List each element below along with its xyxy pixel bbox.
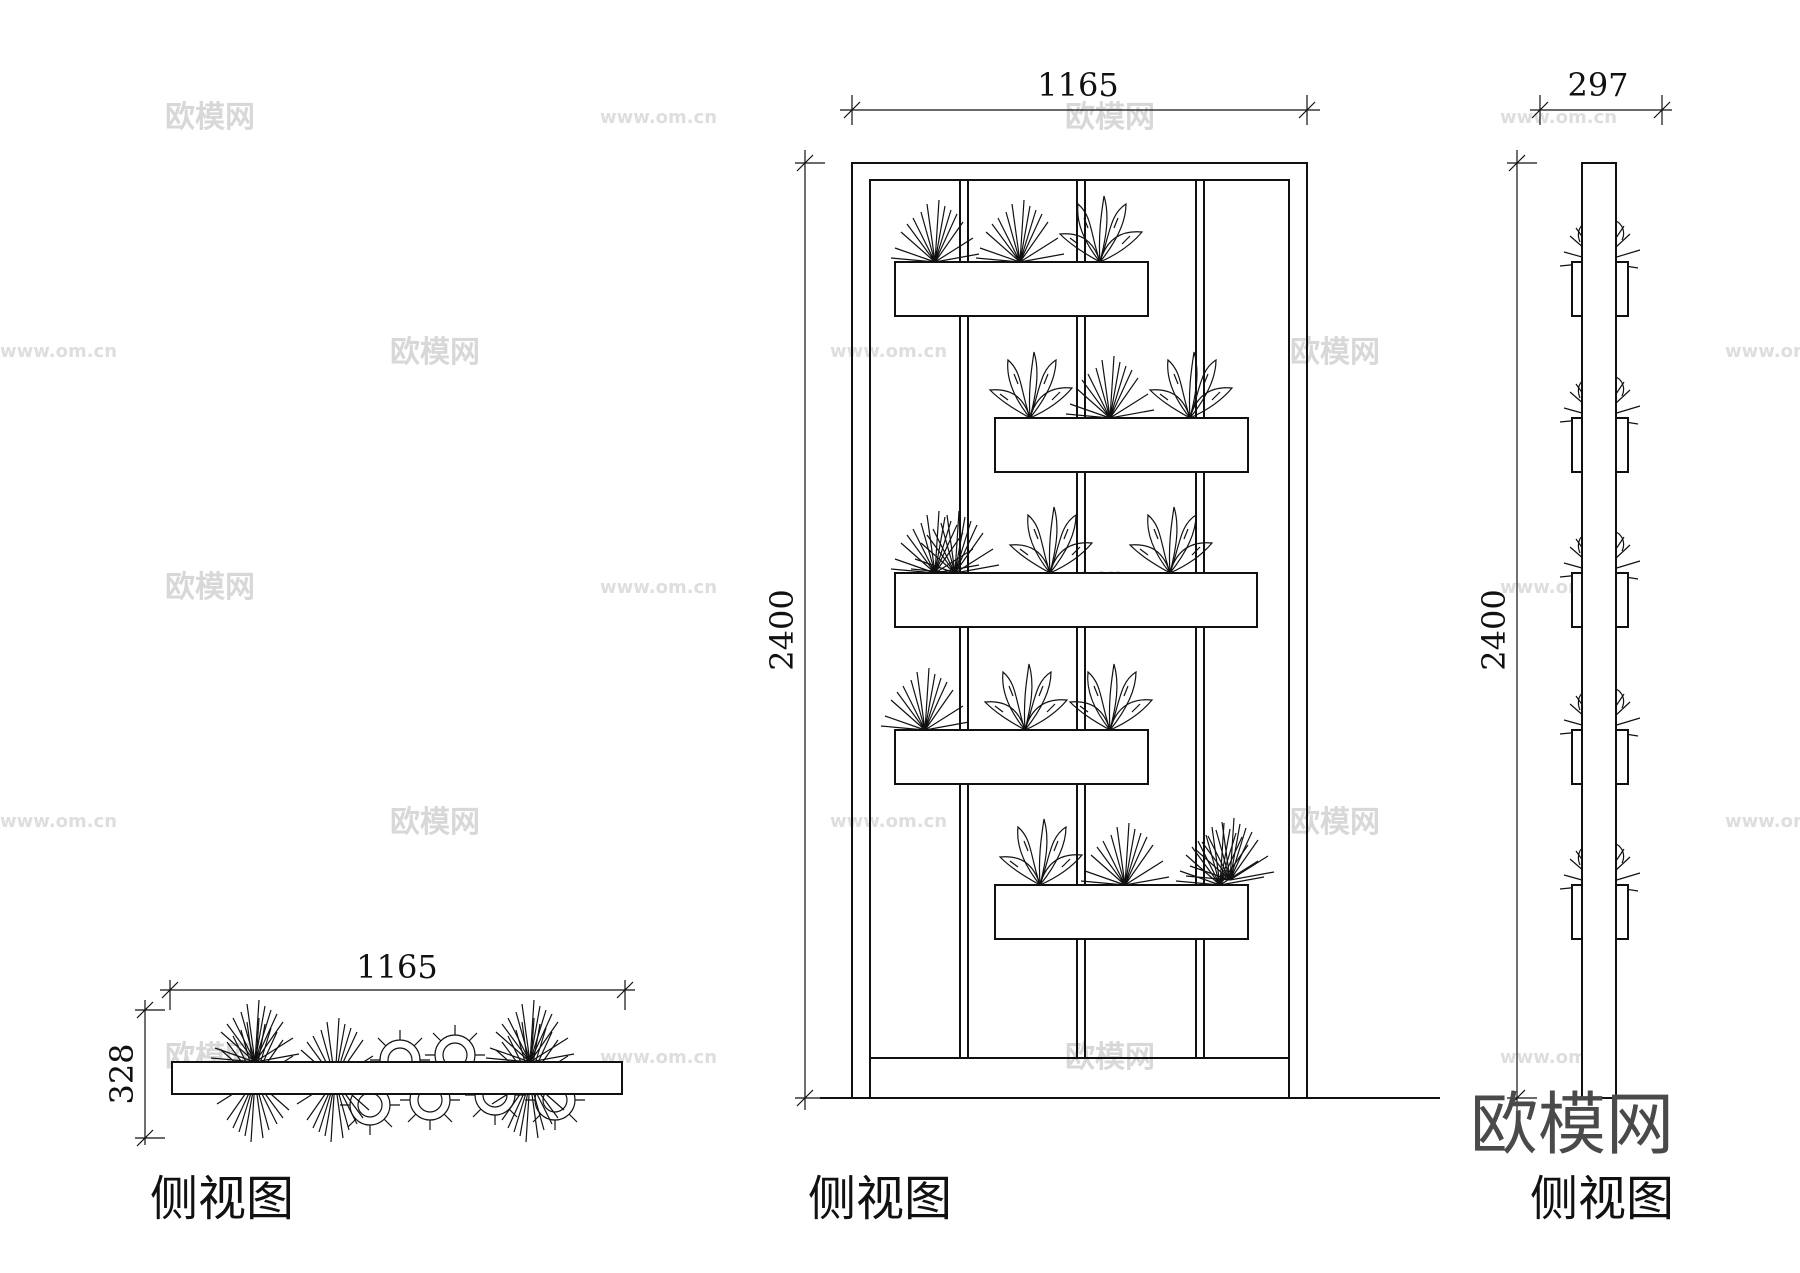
side-view-width-dim: 297	[1567, 66, 1628, 104]
brand-watermark: 欧模网	[1470, 1086, 1674, 1165]
front-view: 1165 2400	[763, 66, 1440, 1227]
side-view-height-dim: 2400	[1475, 589, 1513, 670]
watermark-brand: 欧模网	[1065, 100, 1155, 135]
front-planter-5	[994, 884, 1249, 940]
front-planter-1	[894, 261, 1149, 317]
watermark-brand: 欧模网	[165, 570, 255, 605]
watermark-url: www.om.cn	[1725, 341, 1800, 362]
watermark-brand: 欧模网	[390, 805, 480, 840]
top-view-depth-dim: 328	[103, 1043, 141, 1104]
top-view-caption: 侧视图	[150, 1171, 294, 1227]
side-view: 297 2400 侧视图	[1475, 66, 1674, 1227]
watermark-url: www.om.cn	[0, 341, 117, 362]
watermark-brand: 欧模网	[390, 335, 480, 370]
watermark-brand: 欧模网	[1290, 805, 1380, 840]
side-frame-post	[1581, 162, 1617, 1099]
front-planter-4	[894, 729, 1149, 785]
watermark-url: www.om.cn	[1500, 107, 1617, 128]
front-view-height-dim: 2400	[763, 589, 801, 670]
watermark-url: www.om.cn	[600, 577, 717, 598]
watermark-brand: 欧模网	[165, 100, 255, 135]
watermark-url: www.om.cn	[600, 107, 717, 128]
top-view: 1165 328 侧视图	[103, 948, 635, 1227]
front-planter-2	[994, 417, 1249, 473]
side-view-caption: 侧视图	[1530, 1171, 1674, 1227]
front-planter-3	[894, 572, 1258, 628]
top-view-planter	[171, 1061, 623, 1095]
front-view-width-dim: 1165	[1037, 66, 1118, 104]
watermark-url: www.om.cn	[600, 1047, 717, 1068]
watermark-url: www.om.cn	[0, 811, 117, 832]
front-view-caption: 侧视图	[808, 1171, 952, 1227]
watermark-url: www.om.cn	[830, 341, 947, 362]
watermark-url: www.om.cn	[1725, 811, 1800, 832]
watermark-url: www.om.cn	[830, 811, 947, 832]
top-view-width-dim: 1165	[356, 948, 437, 986]
watermark-brand: 欧模网	[1290, 335, 1380, 370]
